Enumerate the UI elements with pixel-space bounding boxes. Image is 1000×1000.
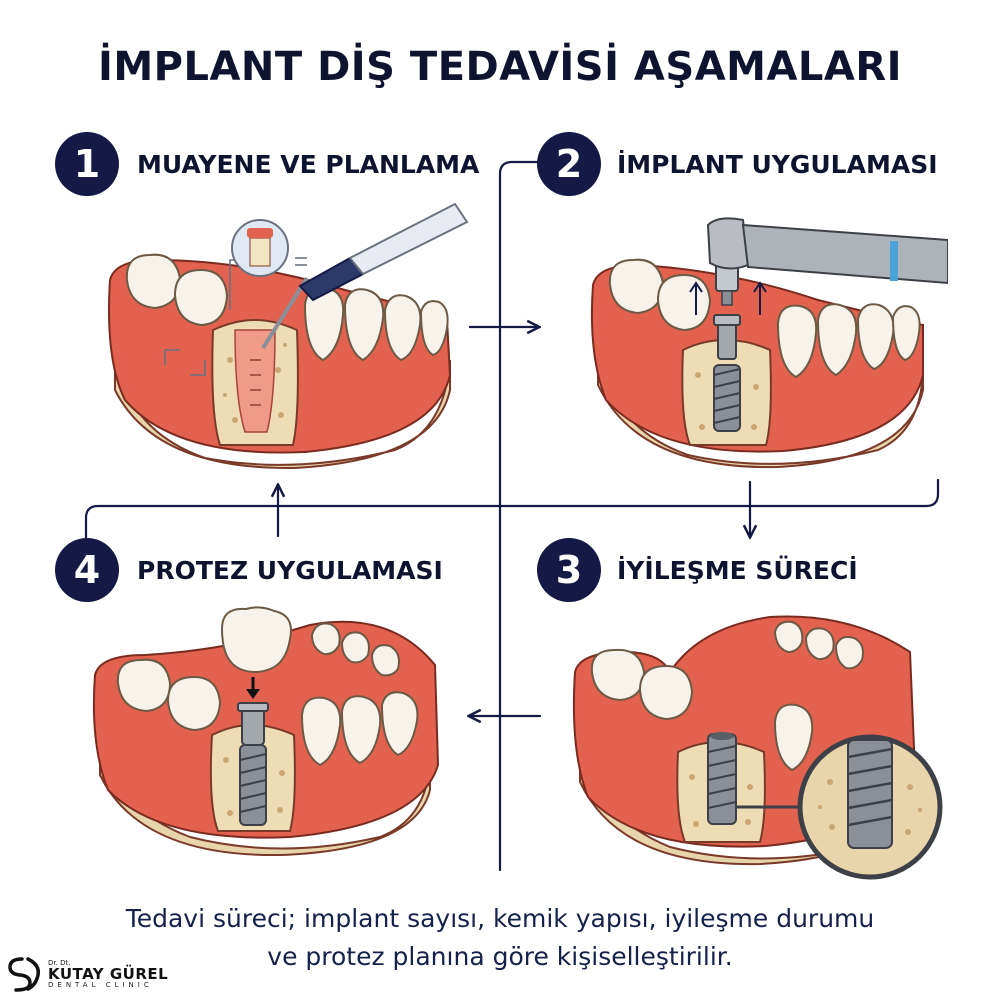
step-4-label: PROTEZ UYGULAMASI	[137, 555, 443, 585]
clinic-logo-icon	[8, 957, 41, 992]
step-2-number: 2	[537, 132, 601, 196]
step-2-header: 2 İMPLANT UYGULAMASI	[537, 132, 938, 196]
step-3-number: 3	[537, 538, 601, 602]
step-3-header: 3 İYİLEŞME SÜRECİ	[537, 538, 858, 602]
page-title: İMPLANT DİŞ TEDAVİSİ AŞAMALARI	[97, 44, 903, 90]
step-2-label: İMPLANT UYGULAMASI	[617, 149, 938, 179]
step-1-number: 1	[55, 132, 119, 196]
illustration-healing	[572, 615, 943, 880]
illustration-examination	[108, 202, 469, 470]
step-4-header: 4 PROTEZ UYGULAMASI	[55, 538, 443, 602]
brand-name: KUTAY GÜREL	[48, 964, 169, 983]
horizontal-divider-line	[84, 478, 940, 542]
brand-prefix: Dr. Dt.	[48, 958, 71, 967]
illustration-prosthesis	[92, 606, 440, 857]
brand-subtitle: DENTAL CLINIC	[48, 980, 153, 989]
step-3-label: İYİLEŞME SÜRECİ	[617, 555, 858, 585]
center-divider-line	[498, 160, 542, 872]
step-1-label: MUAYENE VE PLANLAMA	[137, 149, 480, 179]
footer-line-1: Tedavi süreci; implant sayısı, kemik yap…	[125, 904, 875, 933]
footer-note: Tedavi süreci; implant sayısı, kemik yap…	[0, 900, 1000, 976]
step-1-header: 1 MUAYENE VE PLANLAMA	[55, 132, 479, 196]
footer-line-2: ve protez planına göre kişiselleştirilir…	[267, 942, 733, 971]
brand-logo: Dr. Dt. KUTAY GÜREL DENTAL CLINIC	[6, 955, 168, 993]
step-4-number: 4	[55, 538, 119, 602]
illustration-implant-placement	[590, 217, 948, 469]
